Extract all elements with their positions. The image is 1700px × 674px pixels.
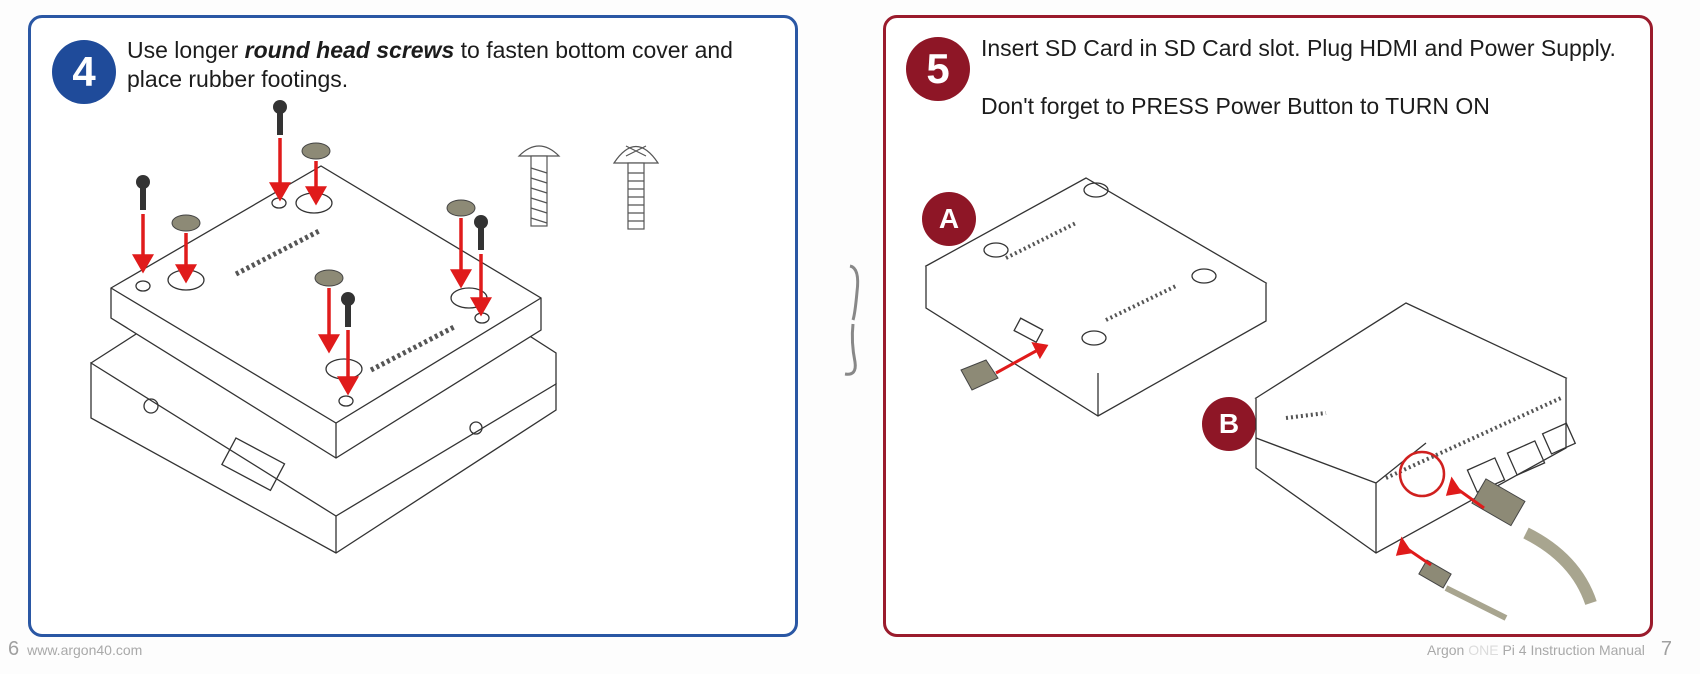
screw-icon [341, 292, 355, 327]
step-number-badge: 5 [906, 37, 970, 101]
page-number: 7 [1660, 638, 1672, 660]
usb-port [1506, 440, 1546, 476]
rubber-foot-icon [171, 214, 201, 232]
step-instruction: Use longer round head screws to fasten b… [127, 36, 767, 94]
sub-step-badge-b: B [1202, 397, 1256, 451]
insertion-arrows [131, 138, 493, 396]
step-4-panel: 4 Use longer round head screws to fasten… [28, 15, 798, 637]
sd-card-slot [221, 437, 286, 492]
rubber-foot-icon [314, 269, 344, 287]
website-link[interactable]: www.argon40.com [27, 642, 143, 658]
bottom-cover [110, 165, 542, 459]
hdmi-cable-icon [1471, 478, 1597, 606]
instruction-text: Insert SD Card in SD Card slot. Plug HDM… [981, 35, 1616, 61]
screw-icon [474, 215, 488, 250]
binding-staple-icon [844, 264, 860, 376]
rubber-foot-icon [446, 199, 476, 217]
port-highlight-circle [1398, 450, 1446, 498]
screw-icons [136, 100, 488, 327]
power-cable-icon [1418, 559, 1508, 621]
bottom-cover-illustration [90, 100, 660, 554]
sub-step-badge-a: A [922, 192, 976, 246]
instruction-emphasis: round head screws [244, 37, 455, 63]
manual-title: Argon [1426, 642, 1465, 658]
left-page-footer: 6 www.argon40.com [8, 638, 142, 661]
step-number-badge: 4 [52, 40, 116, 104]
ethernet-port [1541, 422, 1577, 455]
instruction-text: to fasten bottom cover and place rubber … [127, 37, 733, 92]
instruction-text: Use longer [127, 37, 245, 63]
sd-card-slot [1013, 317, 1044, 344]
manual-title-brand: ONE [1468, 642, 1499, 658]
rubber-feet-icons [171, 142, 476, 287]
page-number: 6 [8, 638, 20, 660]
step-instruction: Insert SD Card in SD Card slot. Plug HDM… [981, 34, 1621, 121]
rubber-foot-icon [301, 142, 331, 160]
screw-icon [136, 175, 150, 210]
connection-illustration [924, 177, 1597, 621]
phillips-round-head-screw-icon [612, 145, 660, 230]
right-page-footer: Argon ONE Pi 4 Instruction Manual 7 [1427, 638, 1672, 661]
slotted-round-head-screw-icon [517, 145, 561, 227]
screw-icon [273, 100, 287, 135]
insertion-arrows [995, 342, 1485, 567]
manual-title: Pi 4 Instruction Manual [1502, 642, 1645, 658]
step-5-panel: 5 Insert SD Card in SD Card slot. Plug H… [883, 15, 1653, 637]
instruction-reminder: Don't forget to PRESS Power Button to TU… [981, 93, 1490, 119]
sd-card-icon [960, 359, 999, 391]
